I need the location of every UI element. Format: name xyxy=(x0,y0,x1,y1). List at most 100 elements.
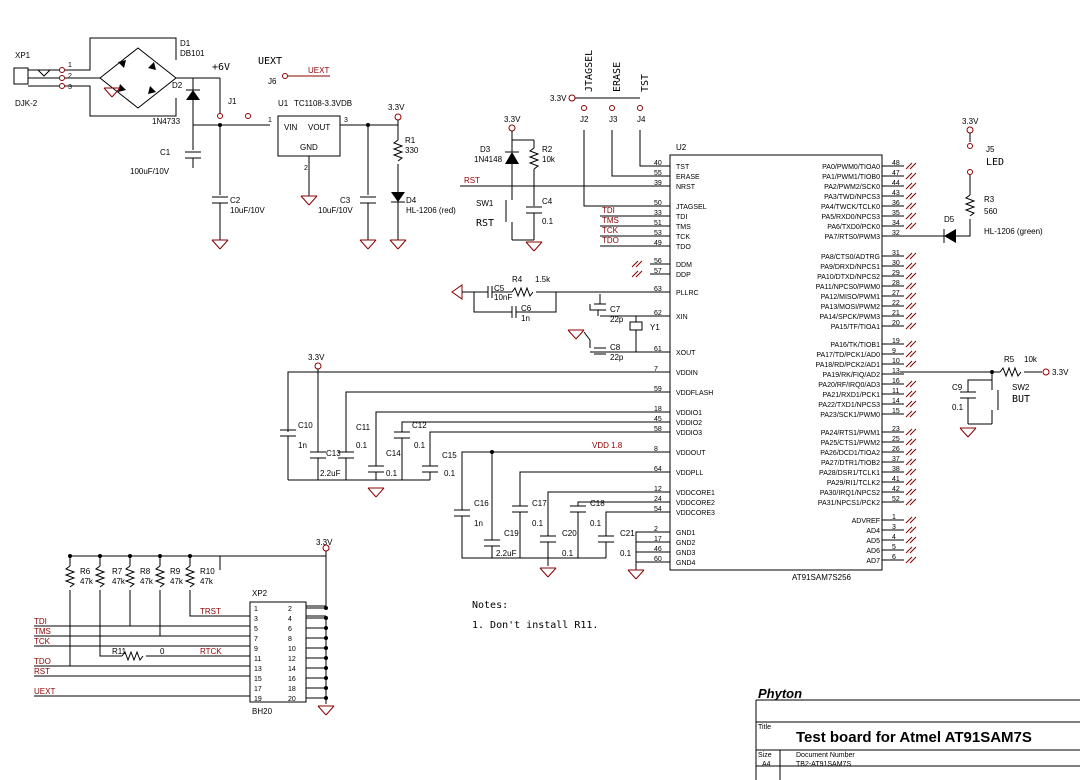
c11-label: C11 xyxy=(356,423,371,432)
r6-label: R6 xyxy=(80,567,91,576)
mcu-pin-name: VDDFLASH xyxy=(676,390,713,397)
mcu-pin-name: GND2 xyxy=(676,540,696,547)
c18-value: 0.1 xyxy=(590,519,602,528)
r3-value: 560 xyxy=(984,207,998,216)
c10-label: C10 xyxy=(298,421,313,430)
mcu-pin-name: PA28/DSR1/TCLK1 xyxy=(819,470,880,477)
c1-label: C1 xyxy=(160,148,171,157)
mcu-pin-number: 36 xyxy=(892,200,900,207)
r11-label: R11 xyxy=(112,647,127,656)
mcu-pin-number: 15 xyxy=(892,408,900,415)
c8-value: 22p xyxy=(610,353,624,362)
net-tck: TCK xyxy=(34,637,51,646)
c5-value: 10nF xyxy=(494,293,512,302)
net-uext: UEXT xyxy=(34,687,55,696)
mcu-pin-number: 50 xyxy=(654,200,662,207)
mcu-pin-number: 11 xyxy=(892,388,899,395)
r9-value: 47k xyxy=(170,577,184,586)
sw1-rst: RST xyxy=(476,218,494,229)
r2-label: R2 xyxy=(542,145,553,154)
nc-mark xyxy=(905,192,917,200)
c20-value: 0.1 xyxy=(562,549,574,558)
mcu-pin-name: PA25/CTS1/PWM2 xyxy=(821,440,880,447)
mcu-pin-name: VDDOUT xyxy=(676,450,706,457)
header-pin-right: 14 xyxy=(288,666,296,673)
header-pin-right: 12 xyxy=(288,656,296,663)
c15-label: C15 xyxy=(442,451,457,460)
led-3v3: 3.3V xyxy=(962,117,979,126)
nc-mark xyxy=(905,282,917,290)
nc-mark xyxy=(905,478,917,486)
nc-mark xyxy=(905,262,917,270)
nc-mark xyxy=(905,292,917,300)
xp2-type: BH20 xyxy=(252,707,273,716)
j1-label: J1 xyxy=(228,97,237,106)
c2-label: C2 xyxy=(230,196,241,205)
svg-text:2: 2 xyxy=(68,73,72,80)
button-sw2: 3.3V R5 10k C9 0.1 SW2 BUT xyxy=(900,355,1069,438)
u1-vout: VOUT xyxy=(308,123,330,132)
nc-mark xyxy=(905,546,917,554)
mcu-pin-name: VDDIN xyxy=(676,370,698,377)
mcu-pin-number: 37 xyxy=(892,456,900,463)
c19-value: 2.2uF xyxy=(496,549,517,558)
mcu-pin-number: 6 xyxy=(892,554,896,561)
c14-value: 0.1 xyxy=(386,469,398,478)
nc-mark xyxy=(905,380,917,388)
pullup-resistor xyxy=(124,565,136,588)
header-pin-left: 11 xyxy=(254,656,261,663)
junction xyxy=(324,606,328,610)
mcu-pin-name: PA5/RXD0/NPCS3 xyxy=(821,214,880,221)
jtagsel-title: JTAGSEL xyxy=(584,50,595,92)
mcu-pin-number: 32 xyxy=(892,230,900,237)
mcu-pin-name: GND4 xyxy=(676,560,696,567)
r6-value: 47k xyxy=(80,577,94,586)
rst-net: RST xyxy=(464,176,480,185)
svg-text:2: 2 xyxy=(304,165,308,172)
header-pin-right: 8 xyxy=(288,636,292,643)
mcu-pin-name: VDDCORE2 xyxy=(676,500,715,507)
c2-value: 10uF/10V xyxy=(230,206,265,215)
svg-text:TDI: TDI xyxy=(602,206,615,215)
mcu-pin-name: PA2/PWM2/SCK0 xyxy=(824,184,880,191)
power-section: XP1 DJK-2 123 D1 DB101 +6V D2 1N4733 J1 … xyxy=(13,37,456,250)
net-tdi: TDI xyxy=(34,617,47,626)
mcu-pin-name: VDDIO2 xyxy=(676,420,702,427)
c21-value: 0.1 xyxy=(620,549,632,558)
mcu-pin-name: JTAGSEL xyxy=(676,204,707,211)
net-rst: RST xyxy=(34,667,50,676)
mcu-pin-number: 22 xyxy=(892,300,900,307)
header-pin-right: 6 xyxy=(288,626,292,633)
mcu-pin-number: 56 xyxy=(654,258,662,265)
junction xyxy=(188,554,192,558)
d5-value: HL-1206 (green) xyxy=(984,227,1043,236)
r1-value: 330 xyxy=(405,146,419,155)
r7-value: 47k xyxy=(112,577,126,586)
c12-value: 0.1 xyxy=(414,441,426,450)
nc-mark xyxy=(905,182,917,190)
xp1-type: DJK-2 xyxy=(15,99,38,108)
mcu-pin-name: AD5 xyxy=(866,538,880,545)
mcu-pin-name: PA16/TK/TIOB1 xyxy=(830,342,880,349)
mcu-pin-number: 39 xyxy=(654,180,662,187)
pullup-resistor xyxy=(184,565,196,588)
mcu-pin-name: DDM xyxy=(676,262,692,269)
r7-label: R7 xyxy=(112,567,123,576)
nc-mark xyxy=(905,556,917,564)
mcu-pin-number: 63 xyxy=(654,286,662,293)
j4-label: J4 xyxy=(637,115,646,124)
mcu-pin-number: 10 xyxy=(892,358,900,365)
pullup-resistor xyxy=(64,565,76,588)
mcu-pin-name: PA1/PWM1/TIOB0 xyxy=(822,174,880,181)
mcu-pin-number: 16 xyxy=(892,378,900,385)
r9-label: R9 xyxy=(170,567,181,576)
r10-label: R10 xyxy=(200,567,215,576)
nc-mark xyxy=(905,516,917,524)
header-pin-left: 15 xyxy=(254,676,262,683)
decoupling: 3.3V C10 1n C13 2.2uF C11 0.1 C14 0.1 C1… xyxy=(280,353,670,580)
jumpers-3v3: 3.3V xyxy=(550,94,567,103)
mcu-pin-name: ERASE xyxy=(676,174,700,181)
header-pin-left: 19 xyxy=(254,696,262,703)
nc-mark xyxy=(905,448,917,456)
mcu-pin-number: 30 xyxy=(892,260,900,267)
